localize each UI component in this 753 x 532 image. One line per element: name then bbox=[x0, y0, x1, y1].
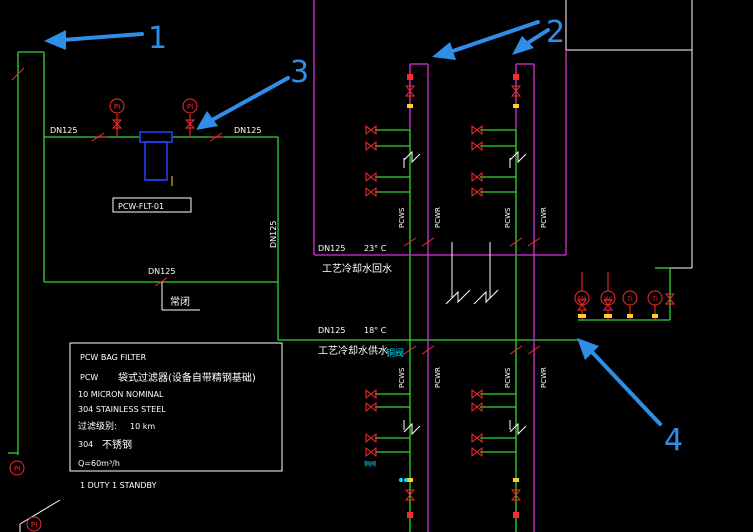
spec-line-4: 304 STAINLESS STEEL bbox=[78, 405, 166, 414]
callout-numbers: 1 2 3 4 bbox=[148, 15, 683, 458]
ti-label: TI bbox=[626, 296, 633, 303]
return-name-label: 工艺冷却水回水 bbox=[322, 262, 392, 275]
spec-line-2-text: 袋式过滤器(设备自带精钢基础) bbox=[118, 371, 256, 384]
pcws-label: PCWS bbox=[398, 207, 406, 228]
pcws-label: PCWS bbox=[398, 367, 406, 388]
pressure-gauges: PI PI PI PI bbox=[9, 98, 198, 532]
ti-instrument-1[interactable] bbox=[622, 290, 638, 306]
fm-instrument[interactable] bbox=[574, 290, 590, 306]
arrow-head-2b bbox=[512, 36, 534, 55]
spec-line-1: PCW BAG FILTER bbox=[80, 353, 147, 362]
filter-tag-box bbox=[112, 197, 192, 213]
callout-4: 4 bbox=[664, 423, 683, 458]
filter-tag: PCW-FLT-01 bbox=[118, 202, 164, 211]
dn125-vertical-label: DN125 bbox=[269, 221, 278, 248]
arrow-head-2a bbox=[432, 42, 456, 60]
supply-name-label: 工艺冷却水供水 bbox=[318, 344, 388, 357]
spec-line-6-text: 不锈钢 bbox=[102, 438, 132, 451]
callout-3: 3 bbox=[290, 55, 309, 90]
arrow-head-3 bbox=[196, 111, 218, 130]
spec-line-3: 10 MICRON NOMINAL bbox=[78, 390, 164, 399]
return-lines bbox=[313, 0, 567, 532]
dn125-label: DN125 bbox=[318, 326, 345, 335]
callout-1: 1 bbox=[148, 21, 167, 56]
fm-label: FM bbox=[578, 296, 587, 303]
valves bbox=[11, 67, 676, 501]
wi-label: WI bbox=[604, 296, 612, 303]
pcwr-label: PCWR bbox=[434, 207, 442, 228]
pi-gauge-lower-left[interactable] bbox=[9, 460, 25, 476]
pipe-labels: DN125 DN125 DN125 DN125 DN125 23° C 18° … bbox=[50, 126, 387, 335]
pi-label: PI bbox=[31, 521, 37, 529]
bag-filter[interactable] bbox=[139, 131, 173, 186]
spec-line-5-value: 10 km bbox=[130, 422, 155, 431]
pipe-name-labels: 工艺冷却水回水 工艺冷却水供水 常闭 bbox=[170, 262, 392, 357]
frame-lines bbox=[19, 0, 693, 532]
dn125-label: DN125 bbox=[148, 267, 175, 276]
instrument-cluster: FM WI TI TI bbox=[574, 272, 663, 320]
pi-gauge-left[interactable] bbox=[109, 98, 125, 114]
spec-line-2-code: PCW bbox=[80, 373, 98, 382]
ti-label: TI bbox=[651, 296, 658, 303]
dn125-label: DN125 bbox=[318, 244, 345, 253]
pcwr-label: PCWR bbox=[540, 367, 548, 388]
dn125-label: DN125 bbox=[50, 126, 77, 135]
return-temp-label: 23° C bbox=[364, 244, 387, 253]
spec-line-7: Q=60m³/h bbox=[78, 459, 120, 468]
spec-line-6-code: 304 bbox=[78, 440, 93, 449]
spec-text: PCW BAG FILTER PCW 袋式过滤器(设备自带精钢基础) 10 MI… bbox=[78, 353, 256, 468]
normally-closed-label: 常闭 bbox=[170, 295, 190, 308]
annotation-arrows bbox=[44, 20, 662, 426]
riser-labels: PCWS PCWR PCWS PCWR PCWS PCWR PCWS PCWR bbox=[398, 207, 548, 388]
supply-temp-label: 18° C bbox=[364, 326, 387, 335]
steel-valve-label: 铜阀 bbox=[386, 347, 404, 359]
spec-line-5-label: 过滤级别: bbox=[78, 420, 117, 432]
fittings bbox=[399, 74, 519, 518]
wi-instrument[interactable] bbox=[600, 290, 616, 306]
spec-box bbox=[69, 342, 283, 472]
pi-label: PI bbox=[187, 103, 193, 111]
dn125-label: DN125 bbox=[234, 126, 261, 135]
ti-instrument-2[interactable] bbox=[647, 290, 663, 306]
arrow-head-1 bbox=[44, 30, 66, 50]
callout-2: 2 bbox=[546, 15, 565, 50]
arrow-head-4 bbox=[577, 338, 599, 360]
pcws-label: PCWS bbox=[504, 207, 512, 228]
pcwr-label: PCWR bbox=[434, 367, 442, 388]
pi-gauge-bottom[interactable] bbox=[26, 516, 42, 532]
pcwr-label: PCWR bbox=[540, 207, 548, 228]
pi-gauge-right[interactable] bbox=[182, 98, 198, 114]
pi-label: PI bbox=[114, 103, 120, 111]
pcws-label: PCWS bbox=[504, 367, 512, 388]
cyan-tag-label: 铜阀 bbox=[364, 460, 376, 468]
duty-note: 1 DUTY 1 STANDBY bbox=[80, 481, 157, 490]
pipe-break-symbols bbox=[403, 150, 527, 436]
pi-label: PI bbox=[14, 465, 20, 473]
